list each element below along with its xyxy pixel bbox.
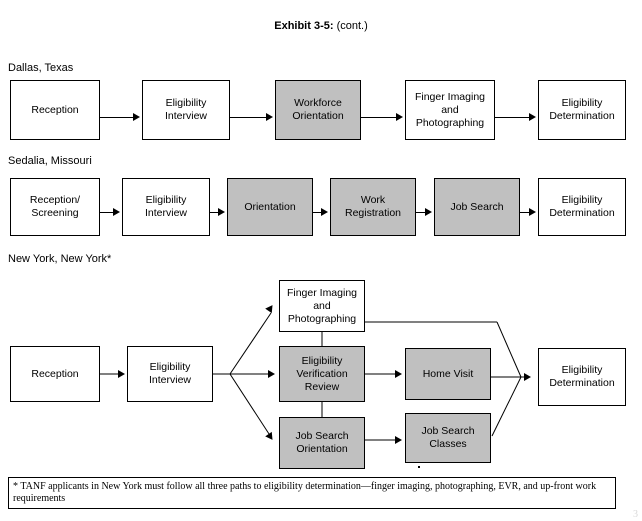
page-title-rest: (cont.) — [333, 20, 368, 32]
node-ny-finger-imaging[interactable]: Finger Imaging and Photographing — [279, 280, 365, 332]
section-label-sedalia: Sedalia, Missouri — [8, 155, 92, 167]
arrowhead-ny-evr — [268, 370, 275, 378]
section-label-new-york: New York, New York* — [8, 253, 112, 265]
connector-sedalia-1 — [100, 212, 115, 213]
arrowhead-dallas-2 — [266, 113, 273, 121]
arrowhead-dallas-4 — [529, 113, 536, 121]
connector-sedalia-5 — [520, 212, 531, 213]
connector-sedalia-2 — [210, 212, 220, 213]
arrowhead-ny-job-search-classes — [395, 436, 402, 444]
node-sedalia-job-search[interactable]: Job Search — [434, 178, 520, 236]
arrowhead-sedalia-2 — [218, 208, 225, 216]
arrowhead-sedalia-4 — [425, 208, 432, 216]
arrowhead-sedalia-3 — [321, 208, 328, 216]
footnote-text: * TANF applicants in New York must follo… — [8, 477, 616, 509]
node-dallas-eligibility-determination[interactable]: Eligibility Determination — [538, 80, 626, 140]
arrowhead-dallas-1 — [133, 113, 140, 121]
node-ny-eligibility-verification-review[interactable]: Eligibility Verification Review — [279, 346, 365, 402]
section-label-dallas: Dallas, Texas — [8, 62, 74, 74]
arrowhead-ny-1 — [118, 370, 125, 378]
node-dallas-finger-imaging[interactable]: Finger Imaging and Photographing — [405, 80, 495, 140]
arrowhead-ny-finger-imaging — [265, 302, 276, 314]
connector-sedalia-3 — [313, 212, 323, 213]
connector-dallas-1 — [100, 117, 135, 118]
connector-dallas-4 — [495, 117, 531, 118]
arrowhead-sedalia-5 — [529, 208, 536, 216]
connector-dallas-3 — [361, 117, 398, 118]
node-ny-job-search-classes[interactable]: Job Search Classes — [405, 413, 491, 463]
page-title-bold: Exhibit 3-5: — [274, 20, 334, 32]
arrowhead-dallas-3 — [396, 113, 403, 121]
page-title: Exhibit 3-5: (cont.) — [0, 20, 642, 32]
node-sedalia-orientation[interactable]: Orientation — [227, 178, 313, 236]
node-sedalia-reception-screening[interactable]: Reception/ Screening — [10, 178, 100, 236]
node-dallas-workforce-orientation[interactable]: Workforce Orientation — [275, 80, 361, 140]
node-ny-job-search-orientation[interactable]: Job Search Orientation — [279, 417, 365, 469]
connector-sedalia-4 — [416, 212, 427, 213]
node-ny-eligibility-interview[interactable]: Eligibility Interview — [127, 346, 213, 402]
arrowhead-ny-job-search-orientation — [265, 431, 276, 443]
node-sedalia-eligibility-interview[interactable]: Eligibility Interview — [122, 178, 210, 236]
node-sedalia-work-registration[interactable]: Work Registration — [330, 178, 416, 236]
node-dallas-reception[interactable]: Reception — [10, 80, 100, 140]
node-dallas-eligibility-interview[interactable]: Eligibility Interview — [142, 80, 230, 140]
arrowhead-ny-home-visit — [395, 370, 402, 378]
connector-dallas-2 — [230, 117, 268, 118]
node-sedalia-eligibility-determination[interactable]: Eligibility Determination — [538, 178, 626, 236]
page-number: 3 — [633, 509, 638, 520]
arrowhead-ny-eligibility-determination — [524, 373, 531, 381]
node-ny-reception[interactable]: Reception — [10, 346, 100, 402]
arrowhead-sedalia-1 — [113, 208, 120, 216]
node-ny-eligibility-determination[interactable]: Eligibility Determination — [538, 348, 626, 406]
node-ny-home-visit[interactable]: Home Visit — [405, 348, 491, 400]
stray-dot-mark — [418, 466, 420, 468]
